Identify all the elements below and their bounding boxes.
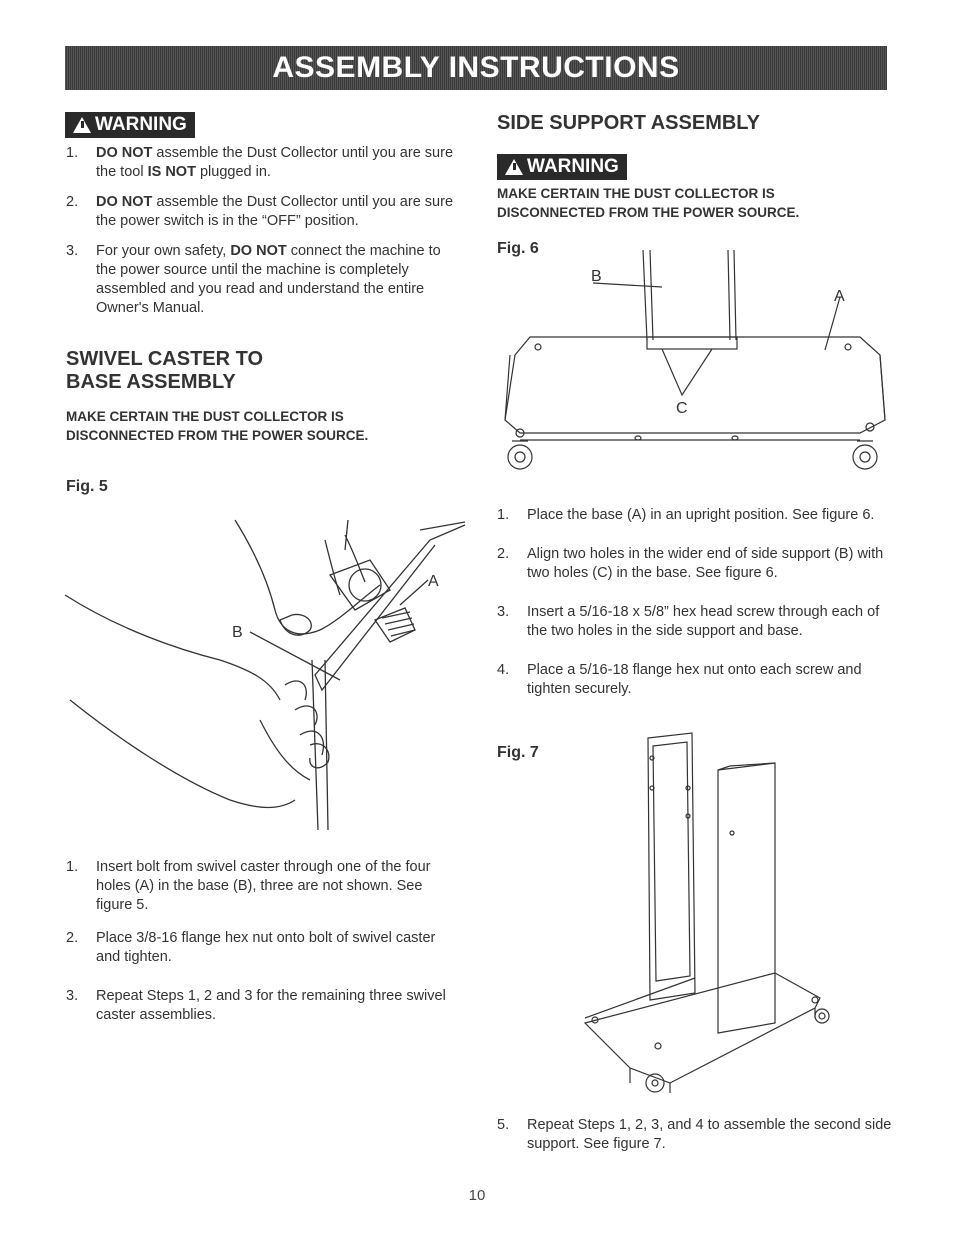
section-title-side-support: SIDE SUPPORT ASSEMBLY (497, 112, 761, 134)
list-item: 2.Align two holes in the wider end of si… (497, 546, 884, 581)
page-banner: ASSEMBLY INSTRUCTIONS (65, 46, 887, 90)
fig7-illustration (583, 732, 830, 1093)
fig5-illustration: A B (64, 519, 466, 831)
warning-badge-left: WARNING (65, 112, 195, 138)
fig5-callout-b: B (232, 624, 243, 641)
side-support-step5: 5.Repeat Steps 1, 2, 3, and 4 to assembl… (497, 1116, 897, 1165)
fig6-illustration: B A C (504, 249, 886, 470)
section-title-swivel: SWIVEL CASTER TO BASE ASSEMBLY (66, 348, 264, 393)
warning-icon (505, 159, 523, 175)
caution-text-right: MAKE CERTAIN THE DUST COLLECTOR IS DISCO… (497, 186, 800, 220)
fig5-callout-a: A (428, 573, 439, 590)
swivel-steps: 1.Insert bolt from swivel caster through… (66, 858, 461, 1036)
list-item: 3. For your own safety, DO NOT connect t… (66, 243, 441, 316)
caution-text-left: MAKE CERTAIN THE DUST COLLECTOR IS DISCO… (66, 409, 369, 443)
warning-icon (73, 117, 91, 133)
fig6-callout-a: A (834, 288, 845, 305)
warning-list: 1. DO NOT assemble the Dust Collector un… (66, 144, 461, 329)
fig6-callout-c: C (676, 400, 688, 417)
fig7-label: Fig. 7 (497, 744, 539, 761)
list-item: 4.Place a 5/16-18 flange hex nut onto ea… (497, 662, 862, 697)
list-item: 1.Insert bolt from swivel caster through… (66, 859, 431, 913)
list-item: 2.Place 3/8-16 flange hex nut onto bolt … (66, 930, 436, 965)
list-item: 1.Place the base (A) in an upright posit… (497, 507, 875, 523)
page-number: 10 (468, 1187, 486, 1204)
side-support-steps: 1.Place the base (A) in an upright posit… (497, 506, 897, 710)
fig6-label: Fig. 6 (497, 240, 539, 257)
warning-badge-right: WARNING (497, 154, 627, 180)
banner-title: ASSEMBLY INSTRUCTIONS (272, 51, 680, 84)
list-item: 3.Insert a 5/16-18 x 5/8” hex head screw… (497, 604, 880, 639)
fig5-label: Fig. 5 (66, 478, 108, 495)
fig6-callout-b: B (591, 268, 602, 285)
list-item: 3.Repeat Steps 1, 2 and 3 for the remain… (66, 988, 446, 1023)
list-item: 2. DO NOT assemble the Dust Collector un… (66, 194, 454, 229)
list-item: 1. DO NOT assemble the Dust Collector un… (66, 145, 454, 180)
list-item: 5.Repeat Steps 1, 2, 3, and 4 to assembl… (497, 1117, 892, 1152)
